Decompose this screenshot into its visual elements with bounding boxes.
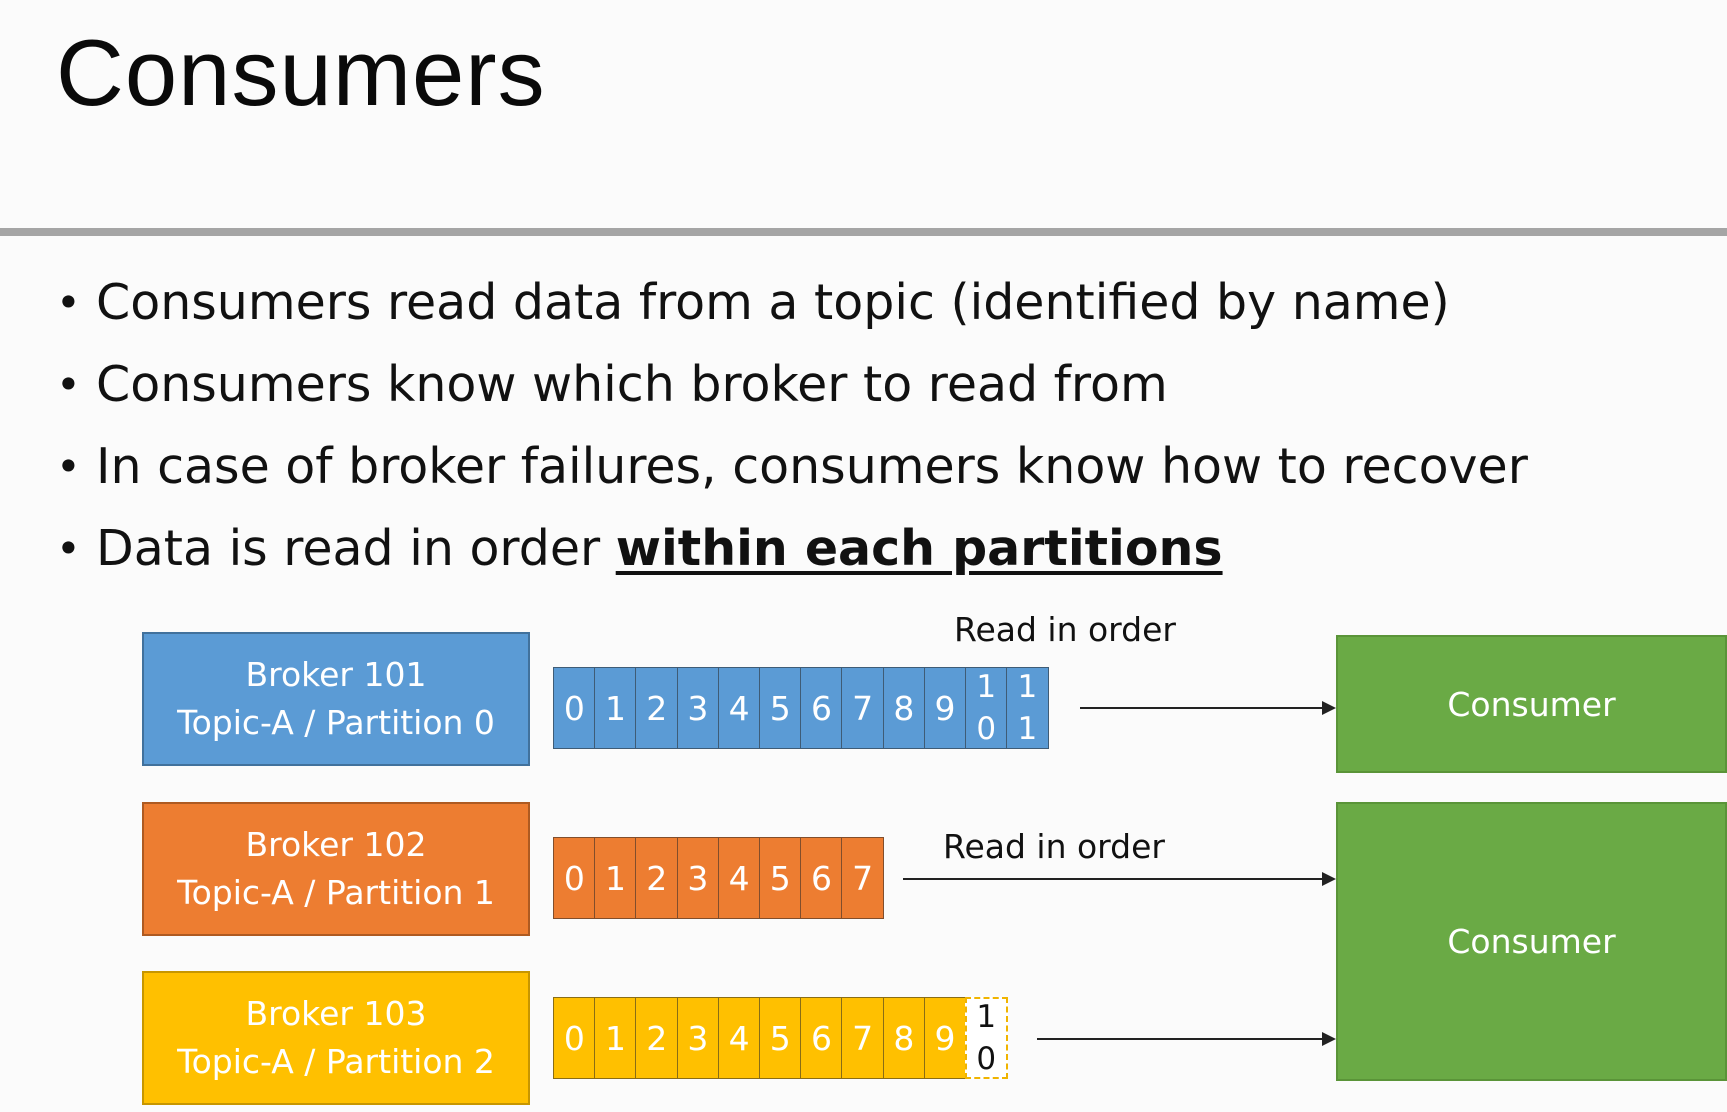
bullet-text: Consumers know which broker to read from [96,356,1168,413]
bullet-dot-icon: • [56,442,81,491]
bullet-dot-icon: • [56,278,81,327]
offset-cell: 3 [676,837,720,919]
offset-cell: 8 [882,667,926,749]
offset-cell: 2 [635,997,679,1079]
broker-box-102: Broker 102 Topic-A / Partition 1 [142,802,530,936]
offset-cell: 1 [594,837,637,919]
partition-name: Topic-A / Partition 2 [177,1042,495,1081]
offset-cell: 6 [800,837,843,919]
partition-name: Topic-A / Partition 0 [177,703,495,742]
offset-cell: 1 [594,997,637,1079]
offset-cell: 7 [841,837,884,919]
offset-cell: 2 [635,667,679,749]
slide-title: Consumers [56,20,546,125]
bullet-item: • In case of broker failures, consumers k… [56,426,1528,508]
offset-cell: 5 [758,997,802,1079]
partition-name: Topic-A / Partition 1 [177,873,495,912]
offset-cell: 9 [923,667,967,749]
offset-cell: 3 [676,667,720,749]
broker-name: Broker 103 [245,994,427,1033]
bullet-item: • Data is read in order within each parti… [56,508,1528,590]
offset-cell: 2 [635,837,679,919]
offset-cell: 7 [841,997,884,1079]
offset-cell: 0 [553,837,596,919]
bullet-item: • Consumers know which broker to read fro… [56,344,1528,426]
broker-box-101: Broker 101 Topic-A / Partition 0 [142,632,530,766]
consumer-box-1: Consumer [1336,635,1727,773]
bullet-text: In case of broker failures, consumers kn… [96,438,1528,495]
arrow-right-icon [903,872,1336,886]
consumer-box-2: Consumer [1336,802,1727,1081]
read-in-order-label: Read in order [943,827,1165,866]
bullet-emphasis: within each partitions [615,520,1223,577]
offset-cell: 3 [676,997,720,1079]
bullet-text: Consumers read data from a topic (identi… [96,274,1450,331]
offset-cell: 4 [717,997,761,1079]
bullet-list: • Consumers read data from a topic (ident… [56,262,1528,590]
bullet-dot-icon: • [56,524,81,573]
broker-name: Broker 102 [245,825,427,864]
broker-name: Broker 101 [245,655,427,694]
offset-cell: 5 [758,667,802,749]
broker-box-103: Broker 103 Topic-A / Partition 2 [142,971,530,1105]
bullet-text: Data is read in order [96,520,616,577]
offset-cell: 8 [882,997,926,1079]
read-in-order-label: Read in order [954,610,1176,649]
offset-cell: 1 [594,667,637,749]
bullet-item: • Consumers read data from a topic (ident… [56,262,1528,344]
offset-cell: 0 [553,667,596,749]
offset-cell: 6 [800,667,843,749]
title-divider [0,228,1727,236]
offset-cell: 0 [553,997,596,1079]
bullet-dot-icon: • [56,360,81,409]
arrow-right-icon [1037,1032,1336,1046]
offset-cell: 6 [800,997,843,1079]
offset-cell: 4 [717,837,761,919]
arrow-right-icon [1080,701,1336,715]
offset-cell: 9 [923,997,967,1079]
offset-cell: 7 [841,667,884,749]
offset-cell: 5 [758,837,802,919]
offset-cell: 4 [717,667,761,749]
